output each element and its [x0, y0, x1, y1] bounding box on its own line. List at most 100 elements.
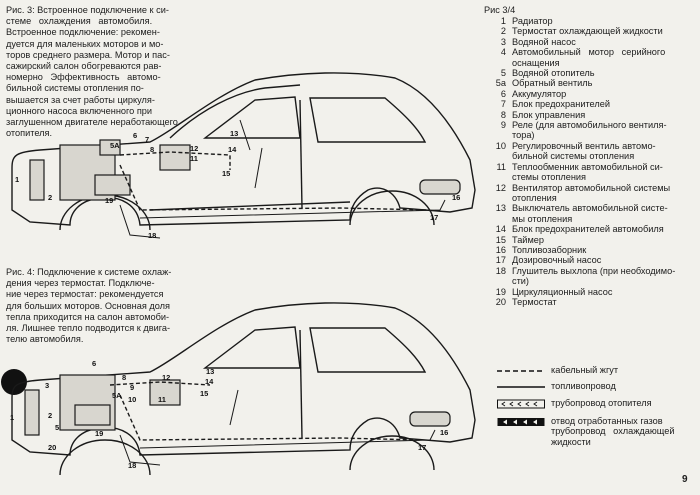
diagram-label: 2 [48, 193, 52, 202]
diagram-label: 16 [440, 428, 448, 437]
legend-item-number: 15 [495, 234, 506, 245]
diagram-label: 5 [55, 423, 59, 432]
car-body-outline [11, 302, 476, 456]
legend-item-text: Водяной отопитель [512, 68, 595, 79]
line-key-cable: кабельный жгут [497, 365, 697, 385]
gear-lever [229, 389, 239, 426]
diagram-label: 8 [150, 145, 154, 154]
rear-wheel [349, 190, 435, 226]
door-line [299, 329, 303, 439]
legend-item-number: 7 [500, 99, 506, 110]
diagram-label: 19 [105, 196, 113, 205]
legend-item-text: Водяной насос [512, 36, 576, 47]
legend-item-number: 8 [500, 109, 506, 120]
diagram-label: 14 [228, 145, 237, 154]
water-heater [94, 174, 131, 196]
diagram-label: 11 [190, 154, 198, 163]
steering-wheel [239, 119, 251, 151]
car-diagram-figure-3: 1 2 5A 6 7 8 11 12 13 14 15 16 17 18 19 [11, 72, 476, 240]
diagram-label: 9 [130, 383, 134, 392]
diagram-label: 18 [148, 231, 156, 240]
legend-item-number: 10 [495, 140, 506, 151]
legend-item-number: 14 [495, 224, 506, 235]
diagram-label: 1 [15, 175, 19, 184]
battery [99, 139, 121, 156]
fuel-line [139, 199, 446, 219]
line-key-label: трубопровод отопителя [551, 398, 652, 408]
diagram-label: 17 [418, 443, 426, 452]
legend-item: 9 Реле (для автомобильного вентиля- тора) [480, 120, 694, 141]
diagram-label: 1 [10, 413, 14, 422]
legend-item-text: Автомобильный мотор серийного оснащения [512, 47, 666, 68]
legend-item-text: Таймер [512, 234, 544, 245]
arrow-line-sample [497, 418, 545, 426]
rear-window [309, 97, 427, 143]
roofline [169, 84, 301, 139]
gear-lever [254, 147, 263, 189]
legend-item-text: Радиатор [512, 16, 553, 26]
heat-exchanger [149, 379, 181, 406]
diagram-label: 15 [222, 169, 230, 178]
legend-item-text: Глушитель выхлопа (при необходимо- сти) [512, 265, 676, 287]
legend-item-number: 13 [495, 203, 506, 214]
legend-item-text: Топливозаборник [512, 244, 587, 255]
legend-item-number: 5a [495, 78, 506, 89]
legend-item-number: 20 [495, 296, 506, 307]
diagram-label: 17 [430, 213, 438, 222]
figure-4-caption: Рис. 4: Подключение к системе охлаж- ден… [6, 267, 172, 345]
diagram-label: 16 [452, 193, 460, 202]
fuel-tank [419, 179, 461, 195]
legend-item-text: Реле (для автомобильного вентиля- тора) [512, 120, 667, 141]
front-wheel [59, 439, 151, 475]
legend-item-number: 19 [495, 286, 506, 297]
legend-item: 16 Топливозаборник [480, 245, 694, 255]
legend-item-number: 17 [495, 255, 506, 266]
legend-item-number: 12 [495, 182, 506, 193]
exhaust-pipe [119, 434, 161, 466]
door-line [299, 99, 303, 209]
car-diagram-figure-4: 1 2 3 5 5A 6 8 9 10 11 12 13 14 15 16 17… [1, 302, 476, 475]
legend-item: 10 Регулировочный вентиль автомо- бильной… [480, 141, 694, 162]
rear-window [309, 327, 427, 373]
diagram-label: 3 [45, 381, 49, 390]
legend-item-text: Циркуляционный насос [512, 286, 613, 297]
fuel-tank [409, 411, 451, 427]
diagram-label: 15 [200, 389, 208, 398]
legend-item-text: Блок предохранителей [512, 99, 610, 110]
diagram-label: 5A [110, 141, 120, 150]
black-marker [1, 369, 27, 395]
legend-item-text: Аккумулятор [512, 88, 567, 99]
line-key-label: кабельный жгут [551, 365, 619, 375]
legend-item-number: 1 [500, 16, 506, 26]
legend-item-number: 6 [500, 88, 506, 99]
diagram-label: 19 [95, 429, 103, 438]
diagram-label: 13 [206, 367, 214, 376]
line-key-fuel: топливопровод [497, 381, 697, 401]
diagram-label: 12 [162, 373, 170, 382]
diagram-label: 8 [122, 373, 126, 382]
legend-item: 6 Аккумулятор [480, 89, 694, 99]
diagram-label: 6 [133, 131, 137, 140]
legend-item-number: 9 [500, 120, 506, 131]
window-frame [202, 96, 301, 139]
diagram-label: 20 [48, 443, 56, 452]
solid-line-sample [497, 386, 545, 388]
legend-item-text: Блок предохранителей автомобиля [512, 224, 664, 235]
diagram-label: 2 [48, 411, 52, 420]
legend-item-number: 16 [495, 244, 506, 255]
legend-item-text: Регулировочный вентиль автомо- бильной с… [512, 140, 656, 162]
radiator [24, 389, 40, 436]
page-number: 9 [682, 474, 688, 485]
diagram-label: 11 [158, 395, 166, 404]
cable-harness [109, 381, 421, 441]
diagram-label: 7 [145, 135, 149, 144]
diagram-label: 5A [112, 391, 122, 400]
legend-item: 15 Таймер [480, 235, 694, 245]
